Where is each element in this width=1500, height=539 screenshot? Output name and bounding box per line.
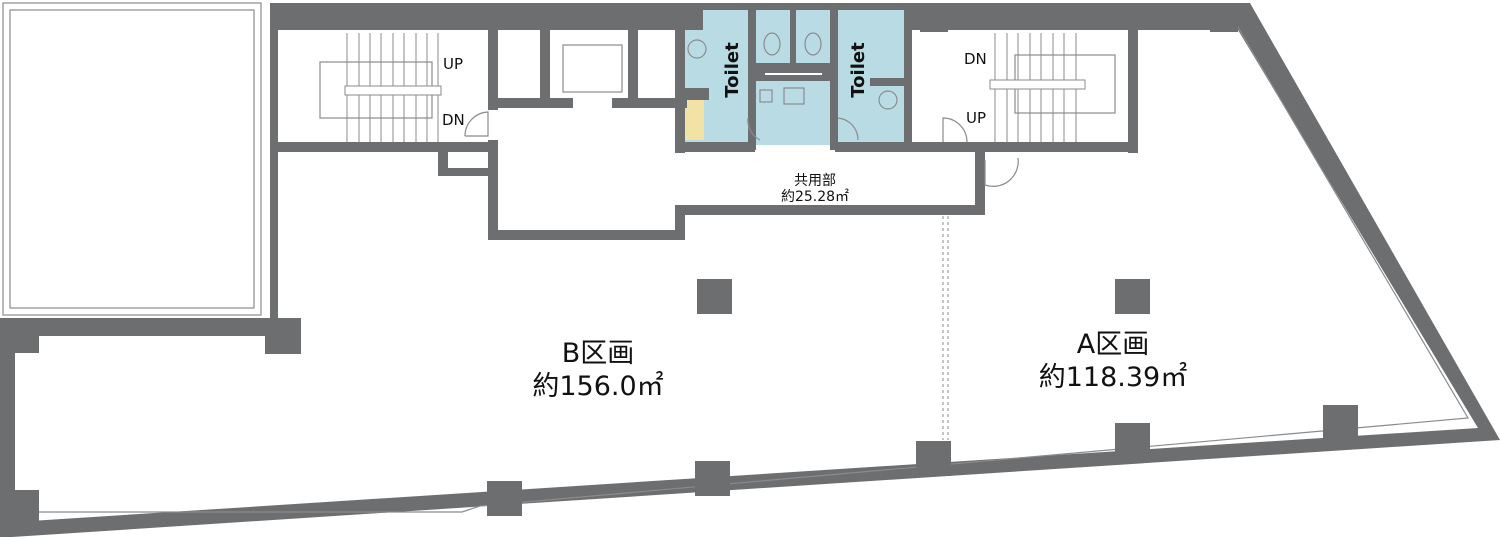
- section-a-area: 約118.39㎡: [1039, 362, 1187, 393]
- section-a-name: A区画: [1077, 329, 1149, 360]
- partition-line: [942, 216, 949, 440]
- right-stairs: DN UP: [942, 33, 1116, 187]
- section-b-name: B区画: [562, 338, 635, 369]
- toilet-fixtures: [687, 32, 898, 141]
- left-stairs-down-label: DN: [442, 111, 465, 129]
- storage: [684, 100, 704, 140]
- common-area-name: 共用部: [794, 173, 836, 189]
- void-area: [2, 2, 262, 316]
- left-stairs: UP DN: [319, 33, 489, 142]
- left-stairs-up-label: UP: [443, 55, 463, 73]
- shaft: [562, 44, 623, 93]
- toilet-label: Toilet: [722, 42, 743, 98]
- common-area-size: 約25.28㎡: [781, 189, 849, 205]
- core-walls: [278, 5, 1138, 240]
- inner-boundary-line: [16, 23, 1469, 513]
- right-stairs-down-label: DN: [964, 50, 987, 68]
- columns: [5, 10, 1358, 522]
- section-b-area: 約156.0㎡: [532, 371, 663, 402]
- right-stairs-up-label: UP: [966, 109, 986, 127]
- toilet-label: Toilet: [848, 42, 869, 98]
